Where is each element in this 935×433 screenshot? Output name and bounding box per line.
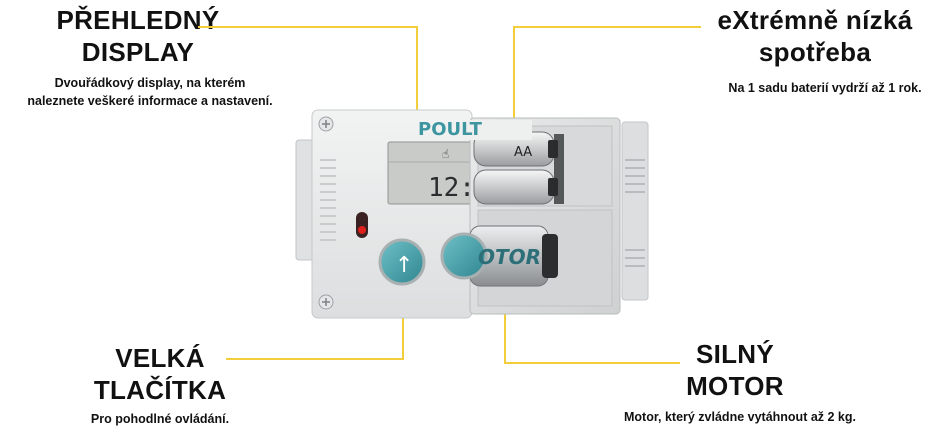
lcd-time-readout: 12: (428, 173, 475, 203)
display-desc-line2: naleznete veškeré informace a nastavení. (27, 94, 273, 108)
consumption-title-line2: spotřeba (758, 37, 872, 67)
buttons-title-line2: TLAČÍTKA (93, 375, 227, 405)
display-leader-horizontal (198, 26, 418, 28)
motor-leader-horizontal (504, 362, 680, 364)
consumption-leader-vertical (513, 26, 515, 148)
motor-leader-vertical (504, 284, 506, 364)
status-led (356, 212, 368, 238)
display-feature-description: Dvouřádkový display, na kterém naleznete… (0, 74, 300, 110)
motor-label: OTOR (478, 245, 541, 269)
display-leader-vertical (416, 26, 418, 126)
display-desc-line1: Dvouřádkový display, na kterém (54, 76, 246, 90)
motor-title-line1: SILNÝ (695, 339, 775, 369)
display-title-line1: PŘEHLEDNÝ (56, 5, 220, 35)
consumption-feature-description: Na 1 sadu baterií vydrží až 1 rok. (728, 81, 922, 95)
battery-aa-bottom (473, 169, 555, 205)
buttons-title-line1: VELKÁ (115, 343, 205, 373)
buttons-leader-horizontal (226, 358, 404, 360)
motor-title-line2: MOTOR (686, 371, 784, 401)
lcd-hand-icon: ☝ (442, 147, 449, 161)
buttons-feature-title: VELKÁ TLAČÍTKA (70, 342, 250, 406)
display-title-line2: DISPLAY (81, 37, 195, 67)
up-arrow-icon: ↑ (395, 253, 413, 278)
battery-label: AA (514, 145, 532, 160)
buttons-feature-description: Pro pohodlné ovládání. (90, 412, 230, 426)
motor-feature-title: SILNÝ MOTOR (650, 338, 820, 402)
consumption-title-line1: eXtrémně nízká (717, 5, 913, 35)
up-button (378, 238, 426, 286)
device-body (311, 109, 473, 319)
display-feature-title: PŘEHLEDNÝ DISPLAY (28, 4, 248, 68)
consumption-leader-horizontal (513, 26, 701, 28)
motor-feature-description: Motor, který zvládne vytáhnout až 2 kg. (623, 410, 856, 424)
brand-logo: POULT (418, 119, 483, 140)
device-illustration: ☝ 12: ↑ AA OTOR POULT (295, 109, 649, 319)
consumption-feature-title: eXtrémně nízká spotřeba (685, 4, 935, 68)
right-flange (621, 121, 649, 301)
motor-teal-dial (440, 232, 488, 280)
